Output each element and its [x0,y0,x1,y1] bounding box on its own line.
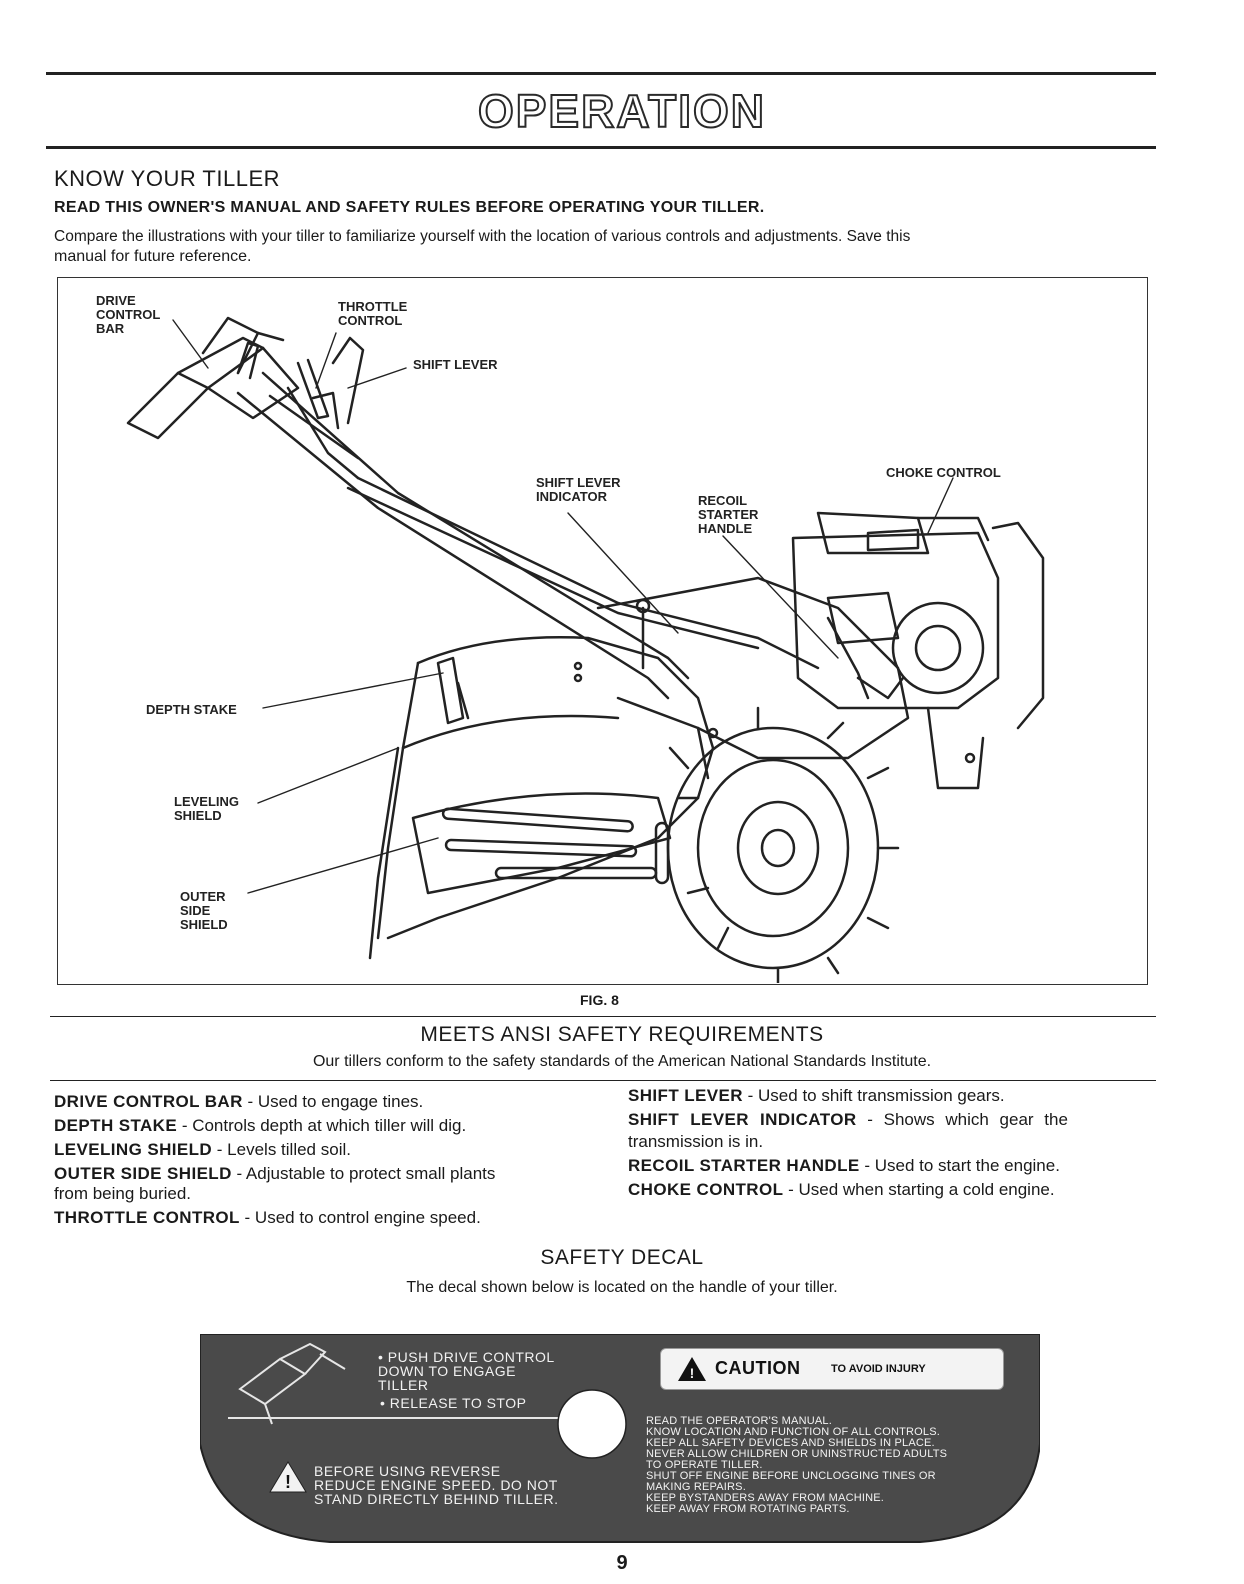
definition-term: OUTER SIDE SHIELD [54,1164,232,1183]
svg-text:!: ! [285,1472,291,1492]
definition-desc: - Controls depth at which tiller will di… [177,1116,467,1135]
definition-drive-control-bar: DRIVE CONTROL BAR - Used to engage tines… [54,1092,423,1112]
page-title: OPERATION [477,84,767,138]
ansi-heading: MEETS ANSI SAFETY REQUIREMENTS [420,1023,824,1046]
page-number: 9 [616,1552,628,1574]
callout-leveling-shield: LEVELING SHIELD [174,794,240,823]
intro-line-1: Compare the illustrations with your till… [54,228,911,245]
definition-desc: - Levels tilled soil. [212,1140,351,1159]
tiller-figure: DRIVE CONTROL BAR THROTTLE CONTROL SHIFT… [57,277,1148,985]
title-rule [46,146,1156,149]
definition-desc: - Shows which gear the [856,1110,1068,1129]
section-subheading: READ THIS OWNER'S MANUAL AND SAFETY RULE… [54,199,765,216]
definition-term: RECOIL STARTER HANDLE [628,1156,860,1175]
definition-desc: - Adjustable to protect small plants [231,1164,496,1183]
caution-word: CAUTION [715,1358,801,1378]
warning-triangle-icon: ! [678,1357,706,1381]
callout-depth-stake: DEPTH STAKE [146,702,237,717]
ansi-rule-top [50,1016,1156,1017]
safety-decal: ! • PUSH DRIVE CONTROL DOWN TO ENGAGE TI… [200,1334,1040,1546]
definition-shift-lever-indicator-cont: transmission is in. [628,1132,764,1151]
caution-list: READ THE OPERATOR'S MANUAL. KNOW LOCATIO… [646,1415,948,1515]
definition-throttle-control: THROTTLE CONTROL - Used to control engin… [54,1208,481,1228]
definition-shift-lever-indicator: SHIFT LEVER INDICATOR - Shows which gear… [628,1110,1068,1130]
svg-text:!: ! [690,1365,695,1381]
definition-desc: - Used to shift transmission gears. [742,1086,1005,1105]
definition-term: SHIFT LEVER INDICATOR [628,1110,857,1129]
decal-reverse-text: BEFORE USING REVERSE REDUCE ENGINE SPEED… [314,1463,559,1507]
callout-shift-lever: SHIFT LEVER [413,357,498,372]
definition-term: DRIVE CONTROL BAR [54,1092,243,1111]
callout-recoil-starter-handle: RECOIL STARTER HANDLE [698,493,759,536]
caution-box: ! CAUTION TO AVOID INJURY [660,1348,1004,1390]
callout-shift-lever-indicator: SHIFT LEVER INDICATOR [536,475,621,504]
definition-shift-lever: SHIFT LEVER - Used to shift transmission… [628,1086,1005,1106]
definition-desc: - Used to engage tines. [242,1092,424,1111]
top-rule [46,72,1156,75]
definition-term: LEVELING SHIELD [54,1140,213,1159]
ansi-rule-bottom [50,1080,1156,1081]
definition-outer-side-shield-cont: from being buried. [54,1184,192,1203]
decal-push-text: • PUSH DRIVE CONTROL DOWN TO ENGAGE TILL… [378,1349,555,1393]
definition-term: DEPTH STAKE [54,1116,178,1135]
section-heading-know-your-tiller: KNOW YOUR TILLER [54,166,281,191]
callout-choke-control: CHOKE CONTROL [886,465,1001,480]
definition-choke-control: CHOKE CONTROL - Used when starting a col… [628,1180,1055,1200]
definition-recoil-starter-handle: RECOIL STARTER HANDLE - Used to start th… [628,1156,1060,1176]
definition-desc: - Used when starting a cold engine. [783,1180,1055,1199]
definition-term: CHOKE CONTROL [628,1180,784,1199]
definition-desc: - Used to start the engine. [859,1156,1060,1175]
callout-outer-side-shield: OUTER SIDE SHIELD [180,889,228,932]
definition-term: THROTTLE CONTROL [54,1208,240,1227]
safety-decal-heading: SAFETY DECAL [540,1246,704,1269]
safety-decal-text: The decal shown below is located on the … [406,1279,838,1296]
callout-throttle-control: THROTTLE CONTROL [338,299,408,328]
tiller-illustration [126,316,1045,983]
definition-desc: - Used to control engine speed. [239,1208,481,1227]
decal-release-text: • RELEASE TO STOP [380,1395,527,1411]
definition-depth-stake: DEPTH STAKE - Controls depth at which ti… [54,1116,466,1136]
definition-term: SHIFT LEVER [628,1086,743,1105]
callout-drive-control-bar: DRIVE CONTROL BAR [96,293,161,336]
intro-line-2: manual for future reference. [54,248,252,265]
ansi-text: Our tillers conform to the safety standa… [312,1053,932,1070]
definition-leveling-shield: LEVELING SHIELD - Levels tilled soil. [54,1140,351,1160]
caution-subtitle: TO AVOID INJURY [831,1363,926,1375]
definition-outer-side-shield: OUTER SIDE SHIELD - Adjustable to protec… [54,1164,495,1184]
figure-caption: FIG. 8 [580,992,619,1008]
